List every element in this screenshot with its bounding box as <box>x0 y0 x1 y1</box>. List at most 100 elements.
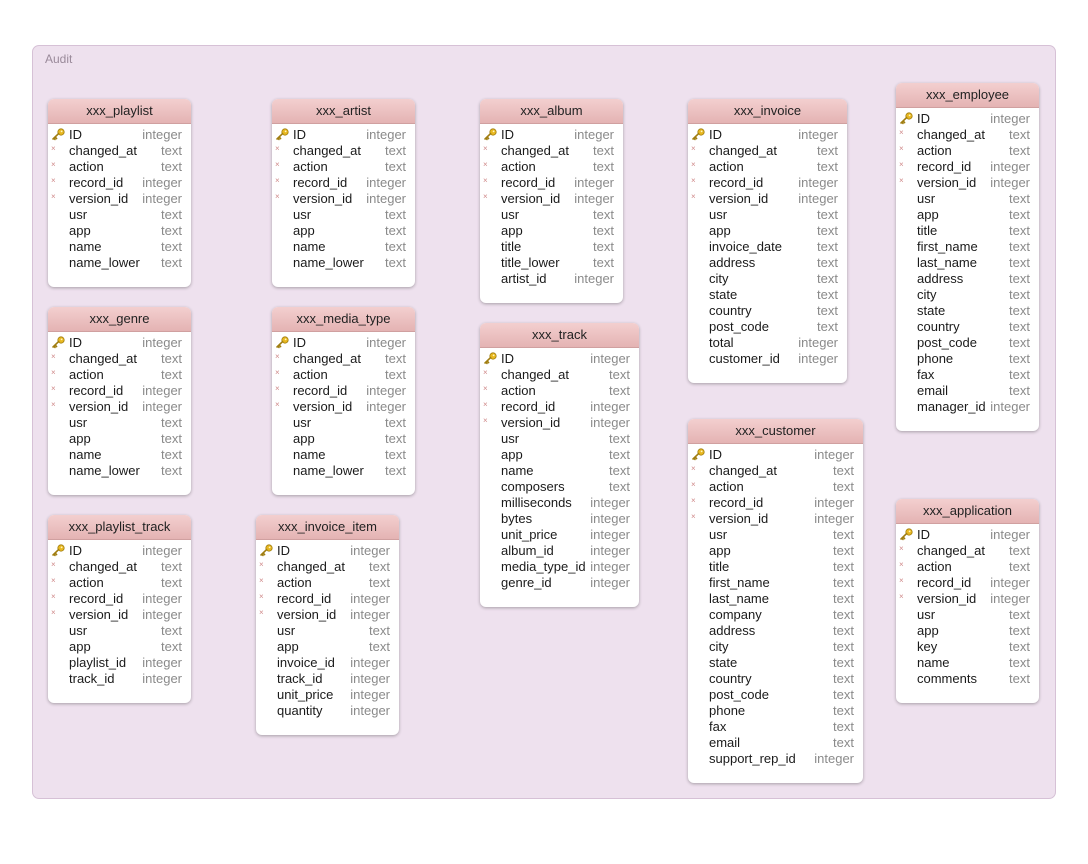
field-row[interactable]: first_nametext <box>688 575 863 591</box>
field-row[interactable]: apptext <box>48 431 191 447</box>
field-row[interactable]: addresstext <box>896 271 1039 287</box>
field-row[interactable]: totalinteger <box>688 335 847 351</box>
entity-xxx-customer[interactable]: xxx_customerIDinteger×changed_attext×act… <box>688 419 863 783</box>
field-row[interactable]: citytext <box>688 639 863 655</box>
field-row[interactable]: faxtext <box>688 719 863 735</box>
field-row[interactable]: ×version_idinteger <box>688 191 847 207</box>
entity-xxx-playlist[interactable]: xxx_playlistIDinteger×changed_attext×act… <box>48 99 191 287</box>
field-row[interactable]: ×actiontext <box>688 479 863 495</box>
entity-xxx-track[interactable]: xxx_trackIDinteger×changed_attext×action… <box>480 323 639 607</box>
field-row[interactable]: unit_priceinteger <box>256 687 399 703</box>
field-row[interactable]: titletext <box>896 223 1039 239</box>
field-row[interactable]: apptext <box>272 223 415 239</box>
field-row[interactable]: emailtext <box>896 383 1039 399</box>
field-row[interactable]: post_codetext <box>688 319 847 335</box>
field-row[interactable]: statetext <box>896 303 1039 319</box>
field-row[interactable]: invoice_datetext <box>688 239 847 255</box>
field-row[interactable]: usrtext <box>480 431 639 447</box>
field-row[interactable]: countrytext <box>688 671 863 687</box>
field-row[interactable]: manager_idinteger <box>896 399 1039 415</box>
entity-xxx-application[interactable]: xxx_applicationIDinteger×changed_attext×… <box>896 499 1039 703</box>
field-row[interactable]: usrtext <box>48 207 191 223</box>
field-row[interactable]: ×actiontext <box>272 367 415 383</box>
field-row[interactable]: composerstext <box>480 479 639 495</box>
field-row[interactable]: ×record_idinteger <box>480 399 639 415</box>
entity-xxx-artist[interactable]: xxx_artistIDinteger×changed_attext×actio… <box>272 99 415 287</box>
field-row[interactable]: ×changed_attext <box>272 351 415 367</box>
field-row[interactable]: statetext <box>688 287 847 303</box>
field-row[interactable]: ×changed_attext <box>272 143 415 159</box>
field-row[interactable]: apptext <box>272 431 415 447</box>
field-row[interactable]: usrtext <box>688 207 847 223</box>
field-row[interactable]: customer_idinteger <box>688 351 847 367</box>
field-row[interactable]: last_nametext <box>896 255 1039 271</box>
field-row[interactable]: ×actiontext <box>896 143 1039 159</box>
field-row[interactable]: ×actiontext <box>272 159 415 175</box>
field-row[interactable]: nametext <box>480 463 639 479</box>
field-row[interactable]: album_idinteger <box>480 543 639 559</box>
field-row[interactable]: IDinteger <box>688 127 847 143</box>
field-row[interactable]: ×version_idinteger <box>48 399 191 415</box>
field-row[interactable]: name_lowertext <box>272 463 415 479</box>
field-row[interactable]: faxtext <box>896 367 1039 383</box>
field-row[interactable]: millisecondsinteger <box>480 495 639 511</box>
entity-xxx-playlist-track[interactable]: xxx_playlist_trackIDinteger×changed_atte… <box>48 515 191 703</box>
field-row[interactable]: usrtext <box>480 207 623 223</box>
field-row[interactable]: name_lowertext <box>272 255 415 271</box>
field-row[interactable]: ×changed_attext <box>48 351 191 367</box>
field-row[interactable]: ×version_idinteger <box>480 415 639 431</box>
field-row[interactable]: ×changed_attext <box>480 367 639 383</box>
field-row[interactable]: ×record_idinteger <box>48 383 191 399</box>
field-row[interactable]: usrtext <box>272 415 415 431</box>
field-row[interactable]: ×actiontext <box>48 159 191 175</box>
field-row[interactable]: ×changed_attext <box>896 543 1039 559</box>
field-row[interactable]: phonetext <box>688 703 863 719</box>
field-row[interactable]: IDinteger <box>688 447 863 463</box>
field-row[interactable]: ×changed_attext <box>688 143 847 159</box>
field-row[interactable]: ×version_idinteger <box>896 591 1039 607</box>
field-row[interactable]: last_nametext <box>688 591 863 607</box>
field-row[interactable]: ×version_idinteger <box>48 191 191 207</box>
field-row[interactable]: addresstext <box>688 623 863 639</box>
field-row[interactable]: usrtext <box>48 623 191 639</box>
field-row[interactable]: emailtext <box>688 735 863 751</box>
field-row[interactable]: nametext <box>48 239 191 255</box>
field-row[interactable]: apptext <box>48 223 191 239</box>
field-row[interactable]: ×changed_attext <box>48 143 191 159</box>
field-row[interactable]: ×version_idinteger <box>896 175 1039 191</box>
entity-xxx-employee[interactable]: xxx_employeeIDinteger×changed_attext×act… <box>896 83 1039 431</box>
field-row[interactable]: ×actiontext <box>48 367 191 383</box>
field-row[interactable]: apptext <box>688 223 847 239</box>
field-row[interactable]: ×actiontext <box>480 159 623 175</box>
field-row[interactable]: IDinteger <box>272 335 415 351</box>
entity-xxx-invoice[interactable]: xxx_invoiceIDinteger×changed_attext×acti… <box>688 99 847 383</box>
field-row[interactable]: ×version_idinteger <box>272 191 415 207</box>
field-row[interactable]: ×record_idinteger <box>272 383 415 399</box>
field-row[interactable]: artist_idinteger <box>480 271 623 287</box>
field-row[interactable]: phonetext <box>896 351 1039 367</box>
field-row[interactable]: invoice_idinteger <box>256 655 399 671</box>
field-row[interactable]: IDinteger <box>48 543 191 559</box>
field-row[interactable]: titletext <box>688 559 863 575</box>
field-row[interactable]: titletext <box>480 239 623 255</box>
field-row[interactable]: addresstext <box>688 255 847 271</box>
field-row[interactable]: bytesinteger <box>480 511 639 527</box>
field-row[interactable]: ×version_idinteger <box>256 607 399 623</box>
field-row[interactable]: ×changed_attext <box>480 143 623 159</box>
field-row[interactable]: ×record_idinteger <box>48 591 191 607</box>
field-row[interactable]: ×record_idinteger <box>688 495 863 511</box>
field-row[interactable]: support_rep_idinteger <box>688 751 863 767</box>
field-row[interactable]: ×changed_attext <box>256 559 399 575</box>
field-row[interactable]: ×record_idinteger <box>48 175 191 191</box>
field-row[interactable]: ×changed_attext <box>48 559 191 575</box>
field-row[interactable]: IDinteger <box>256 543 399 559</box>
field-row[interactable]: media_type_idinteger <box>480 559 639 575</box>
field-row[interactable]: title_lowertext <box>480 255 623 271</box>
entity-xxx-genre[interactable]: xxx_genreIDinteger×changed_attext×action… <box>48 307 191 495</box>
field-row[interactable]: usrtext <box>272 207 415 223</box>
field-row[interactable]: apptext <box>896 623 1039 639</box>
field-row[interactable]: citytext <box>688 271 847 287</box>
field-row[interactable]: countrytext <box>896 319 1039 335</box>
field-row[interactable]: name_lowertext <box>48 463 191 479</box>
field-row[interactable]: ×version_idinteger <box>48 607 191 623</box>
